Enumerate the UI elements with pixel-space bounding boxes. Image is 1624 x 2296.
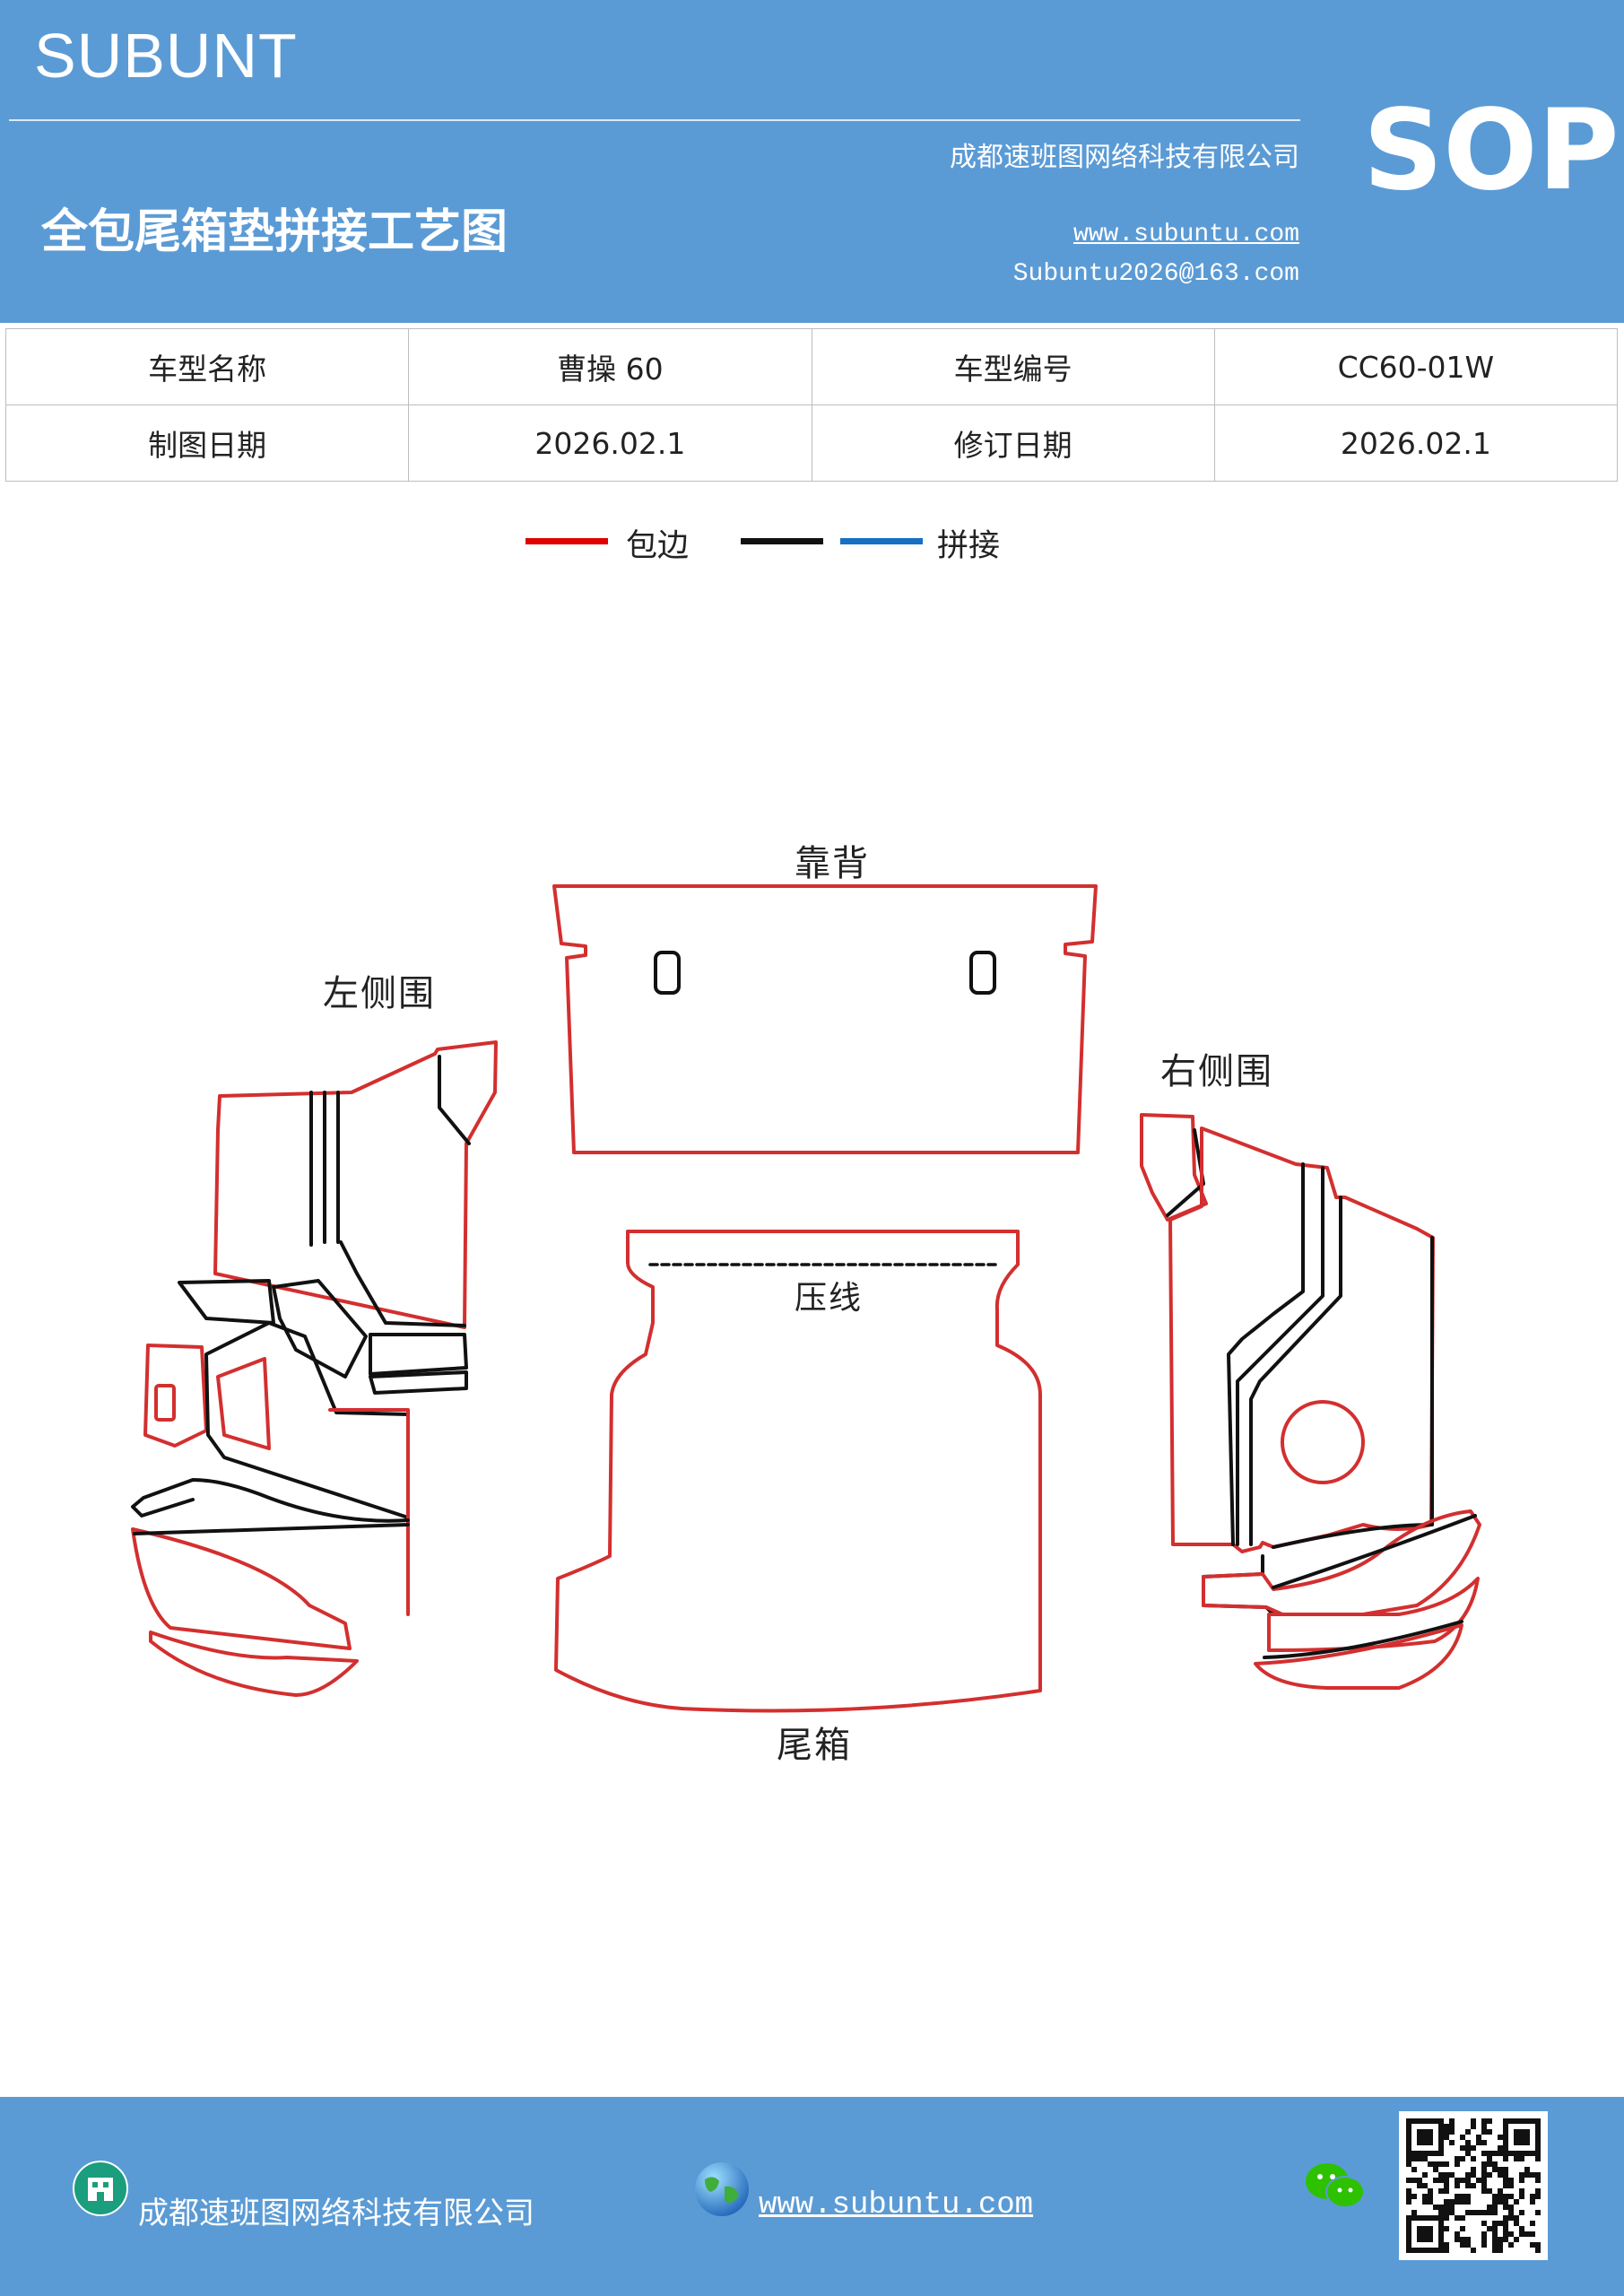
header-banner: SUBUNT SOP 成都速班图网络科技有限公司 全包尾箱垫拼接工艺图 www.…: [0, 0, 1624, 323]
drawing-date-label: 制图日期: [4, 404, 410, 482]
right-side-panel: [1140, 1113, 1481, 1690]
model-code-value: CC60-01W: [1213, 328, 1619, 405]
building-icon: [73, 2161, 128, 2216]
trunk-floor-panel: [554, 1230, 1042, 1713]
header-company: 成都速班图网络科技有限公司: [950, 142, 1299, 173]
footer-banner: 成都速班图网络科技有限公司 www.subuntu.com: [0, 2097, 1624, 2296]
model-name-value: 曹操 60: [408, 328, 812, 405]
globe-icon: [695, 2162, 749, 2216]
right-side-label: 右侧围: [1160, 1051, 1273, 1092]
wechat-icon: [1306, 2163, 1365, 2208]
model-code-label: 车型编号: [811, 328, 1215, 405]
vehicle-info-table: 车型名称 曹操 60 车型编号 CC60-01W 制图日期 2026.02.1 …: [4, 328, 1619, 482]
model-name-label: 车型名称: [4, 328, 410, 405]
left-side-label: 左侧围: [323, 973, 436, 1014]
brand-name: SUBUNT: [34, 21, 298, 91]
backrest-label: 靠背: [795, 843, 870, 884]
footer-company: 成都速班图网络科技有限公司: [138, 2196, 534, 2231]
legend-black-swatch: [741, 538, 823, 544]
mat-layout-diagram: [131, 884, 1481, 1713]
drawing-date-value: 2026.02.1: [408, 404, 812, 482]
legend-edge-swatch: [525, 538, 608, 544]
backrest-panel: [552, 884, 1098, 1154]
footer-website-link[interactable]: www.subuntu.com: [759, 2188, 1034, 2222]
qr-code[interactable]: [1399, 2111, 1548, 2260]
legend: 包边 拼接: [0, 520, 1624, 574]
header-website-link[interactable]: www.subuntu.com: [1073, 221, 1299, 248]
left-side-panel: [131, 1040, 498, 1697]
legend-seam-swatch: [840, 538, 923, 544]
header-divider: [9, 119, 1300, 121]
header-email: Subuntu2026@163.com: [1012, 260, 1299, 288]
legend-seam-label: 拼接: [937, 528, 1001, 564]
table-row: 车型名称 曹操 60 车型编号 CC60-01W: [4, 328, 1619, 405]
trunk-label: 尾箱: [777, 1725, 852, 1766]
legend-edge-label: 包边: [626, 528, 690, 564]
revision-date-value: 2026.02.1: [1213, 404, 1619, 482]
document-title: 全包尾箱垫拼接工艺图: [41, 205, 508, 259]
revision-date-label: 修订日期: [811, 404, 1215, 482]
sop-badge: SOP: [1363, 86, 1620, 215]
press-line-label: 压线: [795, 1280, 864, 1317]
table-row: 制图日期 2026.02.1 修订日期 2026.02.1: [4, 404, 1619, 482]
